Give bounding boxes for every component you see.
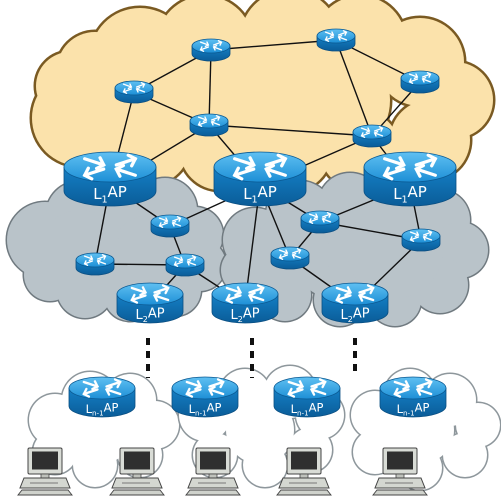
router-icon bbox=[409, 230, 433, 242]
router-label: Ln-1AP bbox=[291, 400, 324, 417]
network-link-t2-t6 bbox=[335, 39, 373, 137]
router-label: Ln-1AP bbox=[86, 400, 119, 417]
network-link-t1-t5 bbox=[208, 49, 212, 126]
router-label: L1AP bbox=[93, 183, 127, 205]
desktop-computer-icon bbox=[17, 447, 73, 496]
router-mr2 bbox=[401, 228, 441, 252]
desktop-computer-icon bbox=[109, 447, 165, 496]
router-ml2 bbox=[75, 252, 115, 276]
router-leveln-Bn2: Ln-1AP bbox=[171, 376, 239, 417]
router-level1-L1c: L1AP bbox=[363, 151, 457, 207]
network-link-t5-t6 bbox=[208, 124, 373, 137]
top-backbone-cloud bbox=[29, 0, 496, 195]
router-icon bbox=[199, 40, 223, 52]
router-mr1 bbox=[300, 210, 340, 234]
router-t3 bbox=[114, 80, 154, 104]
router-level2-L2b: L2AP bbox=[211, 282, 279, 324]
desktop-computer-3 bbox=[185, 447, 241, 496]
router-icon bbox=[287, 378, 327, 398]
router-leveln-Bn1: Ln-1AP bbox=[68, 376, 136, 417]
router-level1-L1a: L1AP bbox=[63, 151, 157, 207]
router-icon bbox=[130, 284, 170, 304]
router-label: Ln-1AP bbox=[397, 400, 430, 417]
routers-layer: L1AP L1AP L1AP L2AP L2AP L2AP Ln-1AP Ln-1AP Ln-1… bbox=[63, 28, 457, 417]
router-icon bbox=[335, 284, 375, 304]
router-leveln-Bn3: Ln-1AP bbox=[273, 376, 341, 417]
desktop-computer-icon bbox=[185, 447, 241, 496]
router-leveln-Bn4: Ln-1AP bbox=[379, 376, 447, 417]
router-t5 bbox=[189, 113, 229, 137]
desktop-computer-2 bbox=[109, 447, 165, 496]
desktop-computer-1 bbox=[17, 447, 73, 496]
router-icon bbox=[173, 255, 197, 267]
router-level2-L2a: L2AP bbox=[116, 282, 184, 324]
router-icon bbox=[278, 248, 302, 260]
router-icon bbox=[393, 378, 433, 398]
router-t4 bbox=[400, 70, 440, 94]
router-label: Ln-1AP bbox=[189, 400, 222, 417]
computers-layer bbox=[17, 447, 428, 496]
router-ml1 bbox=[150, 214, 190, 238]
router-icon bbox=[197, 115, 221, 127]
router-label: L1AP bbox=[243, 183, 277, 205]
router-icon bbox=[83, 254, 107, 266]
router-icon bbox=[225, 284, 265, 304]
router-icon bbox=[408, 72, 432, 84]
router-label: L2AP bbox=[135, 306, 164, 324]
router-icon bbox=[232, 153, 288, 181]
hierarchy-connectors bbox=[146, 338, 357, 378]
router-ml3 bbox=[165, 253, 205, 277]
router-t2 bbox=[316, 28, 356, 52]
router-icon bbox=[82, 378, 122, 398]
router-t6 bbox=[352, 124, 392, 148]
router-mr3 bbox=[270, 246, 310, 270]
router-icon bbox=[82, 153, 138, 181]
router-label: L2AP bbox=[230, 306, 259, 324]
router-icon bbox=[308, 212, 332, 224]
router-level1-L1b: L1AP bbox=[213, 151, 307, 207]
desktop-computer-5 bbox=[372, 447, 428, 496]
router-label: L1AP bbox=[393, 183, 427, 205]
desktop-computer-icon bbox=[276, 447, 332, 496]
router-icon bbox=[324, 30, 348, 42]
router-icon bbox=[360, 126, 384, 138]
router-level2-L2c: L2AP bbox=[321, 282, 389, 324]
router-icon bbox=[158, 216, 182, 228]
router-icon bbox=[122, 82, 146, 94]
router-icon bbox=[382, 153, 438, 181]
desktop-computer-4 bbox=[276, 447, 332, 496]
router-icon bbox=[185, 378, 225, 398]
desktop-computer-icon bbox=[372, 447, 428, 496]
network-link-t1-t2 bbox=[210, 39, 337, 51]
router-t1 bbox=[191, 38, 231, 62]
router-label: L2AP bbox=[340, 306, 369, 324]
